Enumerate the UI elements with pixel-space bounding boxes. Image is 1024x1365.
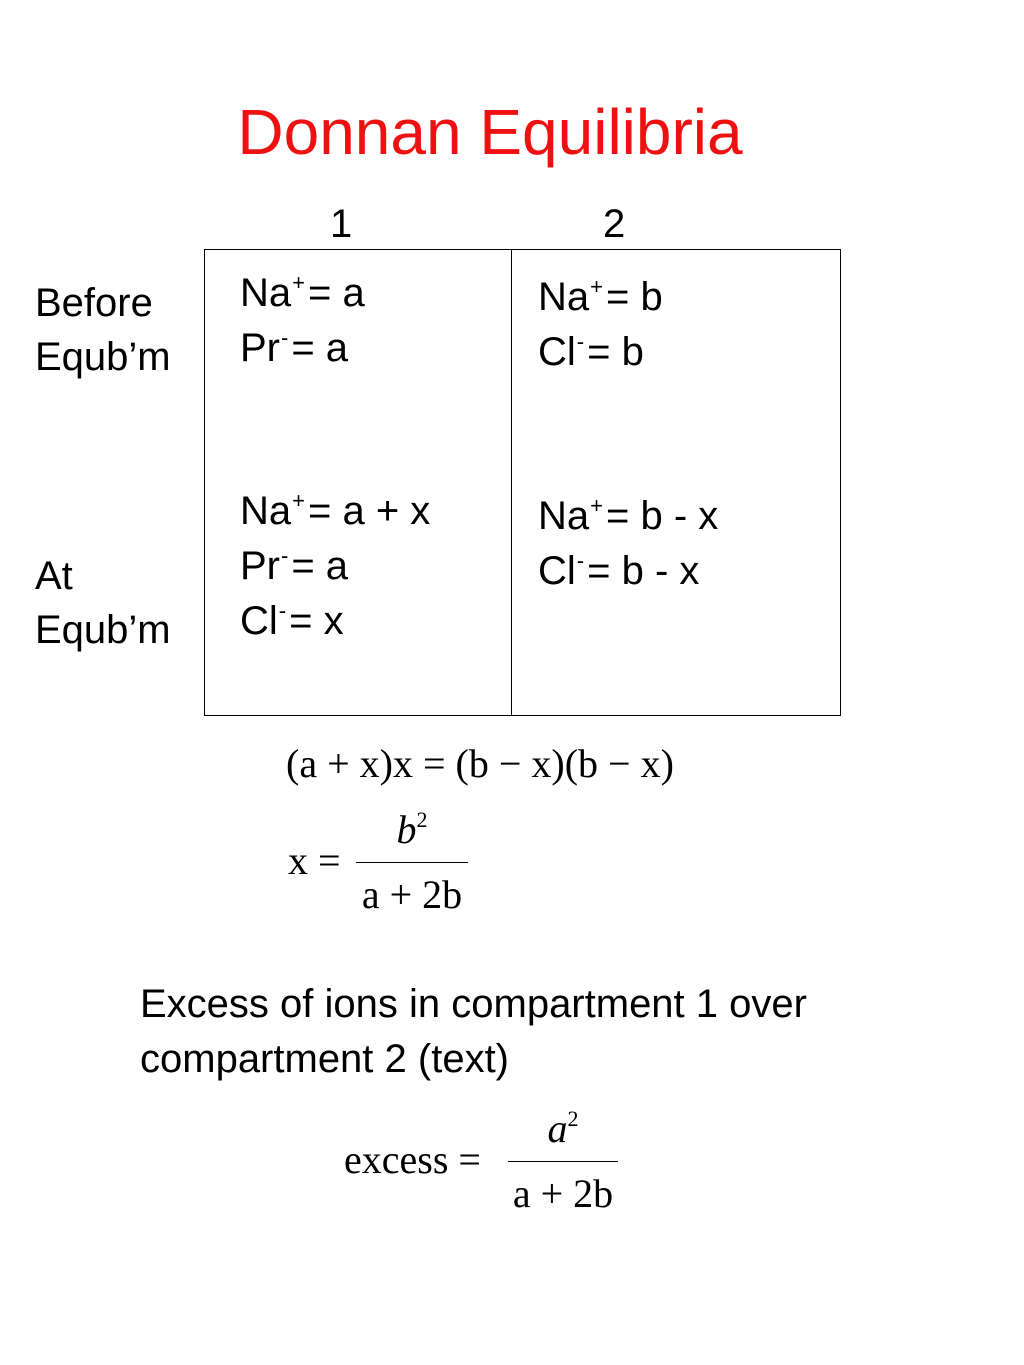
row-label-before-line2: Equb’m <box>35 335 171 379</box>
membrane-divider <box>511 249 512 716</box>
ion-line: Na+= b - x <box>538 493 719 538</box>
column-label-2: 2 <box>603 202 626 246</box>
ion-line: Na+= a + x <box>240 488 431 533</box>
column-label-1: 1 <box>330 202 353 246</box>
ion-line: Na+= a <box>240 270 365 315</box>
compartment-table <box>204 249 841 716</box>
slide-title: Donnan Equilibria <box>237 96 743 168</box>
row-label-at: At Equb’m <box>35 549 171 657</box>
row-label-before-line1: Before <box>35 281 153 325</box>
row-label-at-line2: Equb’m <box>35 608 171 652</box>
cell-before-compartment-1: Na+= a Pr-= a <box>240 266 365 376</box>
x-equation-fraction-bar <box>356 862 468 863</box>
ion-line: Cl-= b - x <box>538 548 700 593</box>
row-label-before: Before Equb’m <box>35 276 171 384</box>
excess-note-line1: Excess of ions in compartment 1 over <box>140 982 807 1026</box>
ion-line: Cl-= x <box>240 598 344 643</box>
excess-equation-numerator: a2 <box>547 1106 579 1151</box>
excess-equation-denominator: a + 2b <box>512 1171 614 1216</box>
ion-line: Na+= b <box>538 274 663 319</box>
excess-equation-fraction-bar <box>508 1161 618 1162</box>
x-equation-numerator: b2 <box>396 807 428 852</box>
ion-line: Cl-= b <box>538 329 644 374</box>
excess-note-line2: compartment 2 (text) <box>140 1037 510 1081</box>
x-equation-lhs: x = <box>288 838 341 883</box>
excess-equation-lhs: excess = <box>344 1137 481 1182</box>
x-equation-denominator: a + 2b <box>361 872 463 917</box>
row-label-at-line1: At <box>35 554 73 598</box>
equilibrium-equation: (a + x)x = (b − x)(b − x) <box>286 741 674 786</box>
ion-line: Pr-= a <box>240 543 349 588</box>
excess-note: Excess of ions in compartment 1 over com… <box>140 977 1000 1087</box>
cell-before-compartment-2: Na+= b Cl-= b <box>538 270 663 380</box>
cell-at-compartment-2: Na+= b - x Cl-= b - x <box>538 489 718 599</box>
cell-at-compartment-1: Na+= a + x Pr-= a Cl-= x <box>240 484 430 649</box>
ion-line: Pr-= a <box>240 325 349 370</box>
